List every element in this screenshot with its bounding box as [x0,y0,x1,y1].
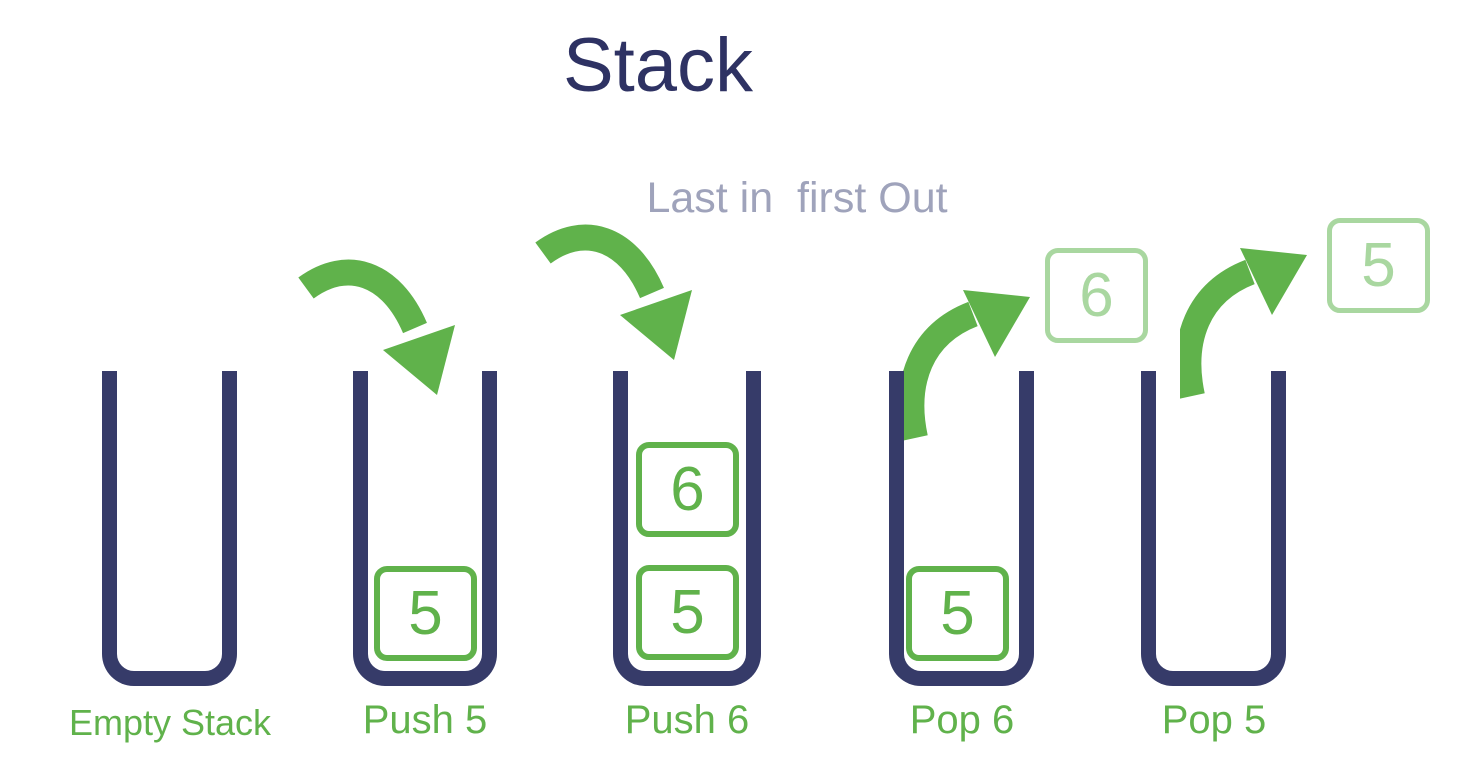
stack-container [1141,371,1286,686]
lifo-subtitle: Last in first Out [646,174,948,222]
stage-label: Push 6 [624,698,750,742]
popped-item: 6 [1045,248,1148,343]
stage-label: Empty Stack [68,702,272,743]
popped-item: 5 [1327,218,1430,313]
push-arrow-icon [535,224,692,360]
stack-container [889,371,1034,686]
stack-container [613,371,761,686]
pop-arrow-icon [903,290,1030,441]
stage-label: Pop 6 [909,698,1015,742]
stage-label: Push 5 [362,698,488,742]
stack-item: 5 [906,566,1009,661]
pop-arrow-icon [1180,248,1307,399]
stack-container [102,371,237,686]
stack-container [353,371,497,686]
diagram-title: Stack [562,23,754,108]
push-arrow-icon [298,259,455,395]
stack-item: 6 [636,442,739,537]
stage-label: Pop 5 [1161,698,1267,742]
stack-item: 5 [374,566,477,661]
stack-item: 5 [636,565,739,660]
